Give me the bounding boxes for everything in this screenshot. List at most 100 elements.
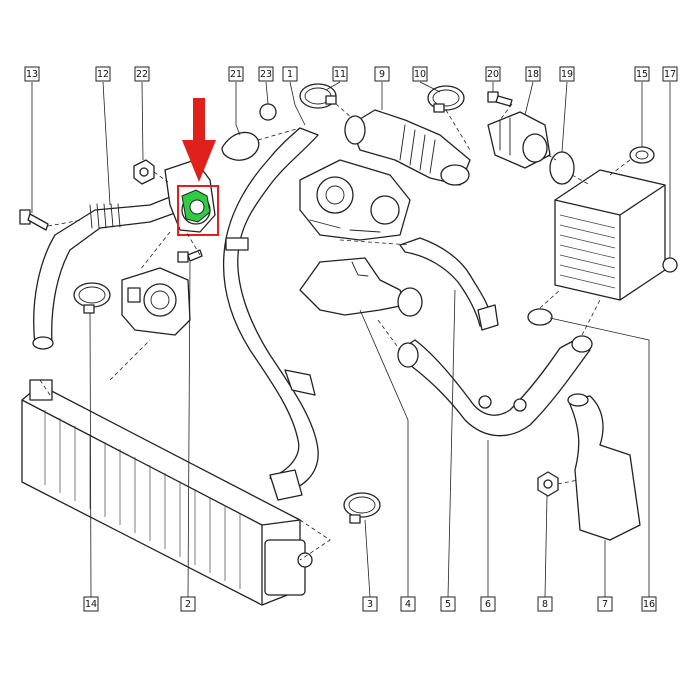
callout-number: 6 — [485, 599, 491, 610]
callout-box — [362, 596, 378, 612]
callout-number: 3 — [367, 599, 373, 610]
callout-number: 23 — [260, 69, 272, 80]
callout-box — [559, 66, 575, 82]
callout-14: 14 — [83, 596, 99, 612]
callout-number: 5 — [445, 599, 451, 610]
callout-number: 22 — [136, 69, 148, 80]
callout-17: 17 — [662, 66, 678, 82]
intercooler — [21, 379, 313, 606]
callout-box — [634, 66, 650, 82]
clamp-11 — [299, 83, 337, 109]
callout-number: 2 — [185, 599, 191, 610]
callout-13: 13 — [24, 66, 40, 82]
callout-number: 19 — [561, 69, 573, 80]
callout-box — [134, 66, 150, 82]
o-ring-19 — [549, 151, 575, 185]
callout-box — [485, 66, 501, 82]
callout-number: 16 — [643, 599, 655, 610]
callout-15: 15 — [634, 66, 650, 82]
callout-12: 12 — [95, 66, 111, 82]
callout-20: 20 — [485, 66, 501, 82]
nut-8 — [537, 471, 559, 497]
intercooler-right — [554, 169, 666, 301]
callout-4: 4 — [400, 596, 416, 612]
callout-number: 21 — [230, 69, 242, 80]
clamp-14 — [73, 282, 111, 314]
callout-16: 16 — [641, 596, 657, 612]
callout-9: 9 — [374, 66, 390, 82]
callout-23: 23 — [258, 66, 274, 82]
nut-22 — [133, 159, 155, 185]
callout-box — [525, 66, 541, 82]
callout-box — [83, 596, 99, 612]
callout-box — [400, 596, 416, 612]
callout-number: 17 — [664, 69, 676, 80]
callout-10: 10 — [412, 66, 428, 82]
callout-3: 3 — [362, 596, 378, 612]
clamp-3 — [343, 492, 381, 524]
hose-1 — [222, 127, 319, 501]
callout-number: 12 — [97, 69, 109, 80]
callout-box — [282, 66, 298, 82]
highlight-box — [177, 185, 219, 236]
grommet-16 — [527, 308, 553, 326]
plug-15 — [629, 146, 655, 164]
clamp-10 — [427, 85, 465, 113]
callout-number: 1 — [287, 69, 293, 80]
air-duct-9 — [344, 109, 471, 186]
gasket-21 — [221, 131, 260, 161]
callout-number: 10 — [414, 69, 426, 80]
callout-box — [332, 66, 348, 82]
callout-8: 8 — [537, 596, 553, 612]
callout-box — [440, 596, 456, 612]
callout-number: 8 — [542, 599, 548, 610]
callout-number: 7 — [602, 599, 608, 610]
callout-box — [374, 66, 390, 82]
callout-7: 7 — [597, 596, 613, 612]
callout-2: 2 — [180, 596, 196, 612]
sensor-18 — [487, 111, 551, 169]
hose-6 — [397, 335, 593, 437]
callout-5: 5 — [440, 596, 456, 612]
plug-17 — [662, 257, 678, 273]
bolt-20 — [487, 91, 513, 107]
turbocharger — [299, 159, 411, 241]
callout-box — [412, 66, 428, 82]
red-arrow-icon — [182, 98, 216, 182]
callout-number: 18 — [527, 69, 539, 80]
callout-box — [480, 596, 496, 612]
callout-18: 18 — [525, 66, 541, 82]
callout-number: 11 — [334, 69, 346, 80]
callout-11: 11 — [332, 66, 348, 82]
callout-1: 1 — [282, 66, 298, 82]
bolt-13 — [19, 209, 49, 231]
callout-number: 4 — [405, 599, 411, 610]
callout-19: 19 — [559, 66, 575, 82]
callout-box — [258, 66, 274, 82]
leader-lines — [31, 81, 671, 598]
callout-box — [24, 66, 40, 82]
dashed-assembly-lines — [39, 103, 631, 561]
callout-number: 15 — [636, 69, 648, 80]
callout-6: 6 — [480, 596, 496, 612]
callout-box — [95, 66, 111, 82]
o-ring-23 — [259, 103, 277, 121]
callout-22: 22 — [134, 66, 150, 82]
callout-box — [228, 66, 244, 82]
hose-5 — [399, 237, 499, 331]
callout-21: 21 — [228, 66, 244, 82]
callout-box — [662, 66, 678, 82]
hose-7 — [567, 393, 641, 541]
callout-number: 20 — [487, 69, 499, 80]
callout-number: 13 — [26, 69, 38, 80]
callout-number: 9 — [379, 69, 385, 80]
callout-box — [180, 596, 196, 612]
duct-4 — [299, 257, 423, 317]
callout-box — [641, 596, 657, 612]
highlighted-part — [181, 189, 211, 223]
callout-number: 14 — [85, 599, 97, 610]
callout-box — [537, 596, 553, 612]
